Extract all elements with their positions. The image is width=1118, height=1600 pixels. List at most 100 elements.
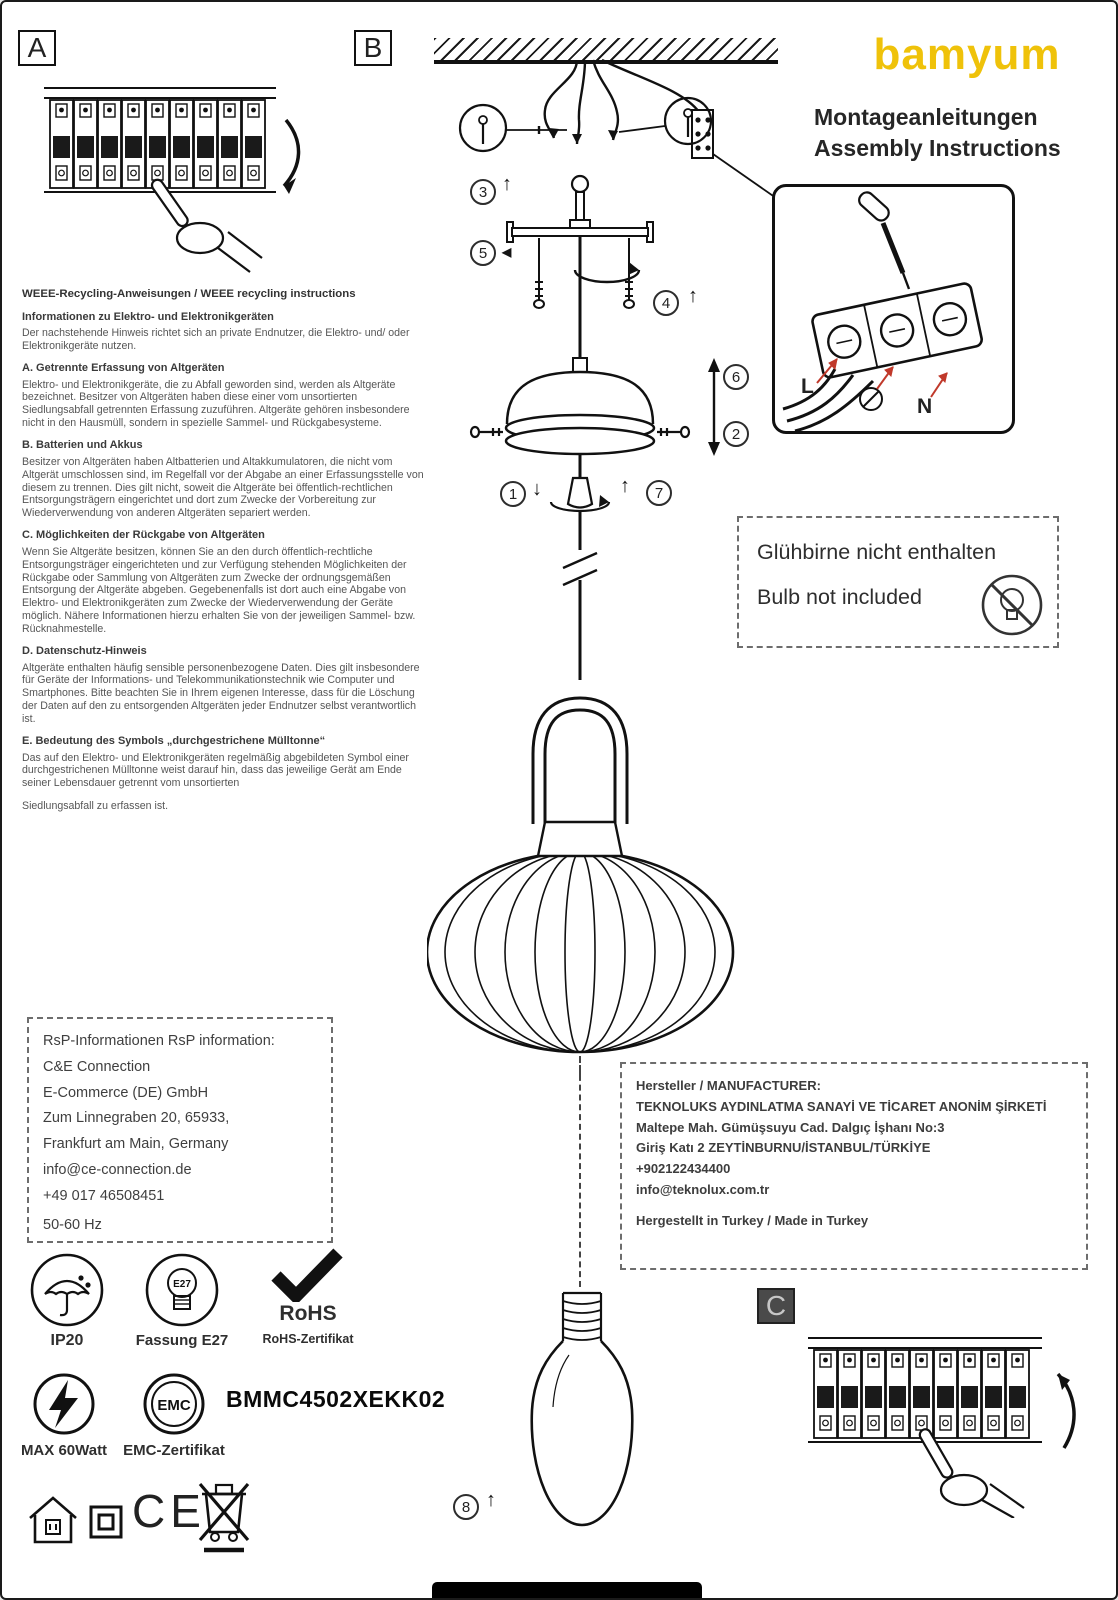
title-en: Assembly Instructions xyxy=(814,135,1061,161)
rsp-line: +49 017 46508451 xyxy=(43,1187,165,1204)
wire-connector xyxy=(691,109,800,215)
rsp-line: C&E Connection xyxy=(43,1058,151,1075)
step-4-badge: 4 xyxy=(653,290,679,316)
weee-body-a: Elektro- und Elektronikgeräte, die zu Ab… xyxy=(22,378,410,430)
double-arrow-icon xyxy=(708,358,720,456)
arrow-up-icon: ↑ xyxy=(620,475,630,497)
manufacturer-line: Maltepe Mah. Gümüşsuyu Cad. Dalgıç İşhan… xyxy=(636,1119,945,1135)
rsp-line: E-Commerce (DE) GmbH xyxy=(43,1084,209,1101)
panel-c-label: C xyxy=(757,1288,795,1324)
ce-mark: CE xyxy=(132,1485,206,1537)
terminal-wiring-illustration: L N xyxy=(782,191,983,431)
weee-title: WEEE-Recycling-Anweisungen / WEEE recycl… xyxy=(22,288,356,300)
rsp-line: RsP-Informationen RsP information: xyxy=(43,1033,275,1049)
weee-body-c: Wenn Sie Altgeräte besitzen, können Sie … xyxy=(22,545,416,636)
weee-text-column: WEEE-Recycling-Anweisungen / WEEE recycl… xyxy=(22,288,426,1018)
loop-handle xyxy=(531,696,629,858)
bulb-note-en: Bulb not included xyxy=(757,585,922,610)
manufacturer-line: TEKNOLUKS AYDINLATMA SANAYİ VE TİCARET A… xyxy=(636,1098,1047,1114)
product-code: BMMC4502XEKK02 xyxy=(226,1386,446,1412)
screwdriver-icon xyxy=(858,191,911,290)
step-8-badge: 8 xyxy=(453,1494,479,1520)
ip20-icon xyxy=(30,1253,104,1327)
weee-intro-body: Der nachstehende Hinweis richtet sich an… xyxy=(22,327,410,353)
terminal-n-label: N xyxy=(917,395,932,418)
e27-text: E27 xyxy=(173,1279,191,1290)
panel-a-label: A xyxy=(18,30,56,66)
bottom-bar xyxy=(432,1582,702,1598)
weee-heading-b: B. Batterien und Akkus xyxy=(22,439,143,452)
light-bulb-illustration xyxy=(530,1291,634,1527)
emc-cert-label: EMC-Zertifikat xyxy=(123,1442,225,1459)
doc-title-block: Montageanleitungen Assembly Instructions xyxy=(814,102,1061,164)
detail-callout-right xyxy=(618,96,713,146)
manufacturer-line: info@teknolux.com.tr xyxy=(636,1181,770,1197)
brand-logo: bamyum xyxy=(873,30,1061,79)
manufacturer-line: Giriş Katı 2 ZEYTİNBURNU/İSTANBUL/TÜRKİY… xyxy=(636,1140,931,1156)
made-in-line: Hergestellt in Turkey / Made in Turkey xyxy=(636,1212,869,1228)
rohs-check-icon xyxy=(271,1248,343,1302)
rotate-arrow-icon xyxy=(573,262,641,284)
breaker-panel-a-illustration xyxy=(44,87,301,273)
step-2-badge: 2 xyxy=(723,421,749,447)
arrow-down-icon: ↓ xyxy=(532,478,542,500)
arrow-left-icon: ◀ xyxy=(502,245,512,259)
weee-body-d: Altgeräte enthalten häufig sensible pers… xyxy=(22,661,420,726)
double-insulation-icon xyxy=(89,1505,123,1539)
step-5-badge: 5 xyxy=(470,240,496,266)
lamp-shade xyxy=(427,850,735,1054)
weee-intro-heading: Informationen zu Elektro- und Elektronik… xyxy=(22,310,274,323)
e27-socket-icon: E27 xyxy=(145,1253,219,1327)
curved-arrow-up-icon xyxy=(1056,1372,1076,1449)
weee-body-b: Besitzer von Altgeräten haben Altbatteri… xyxy=(22,455,424,520)
bulb-note-de: Glühbirne nicht enthalten xyxy=(757,540,997,564)
weee-body-e: Das auf den Elektro- und Elektronikgerät… xyxy=(22,751,409,790)
weee-heading-e: E. Bedeutung des Symbols „durchgestriche… xyxy=(22,735,326,748)
lamp-assembly-diagram xyxy=(427,58,800,1080)
panel-b-label: B xyxy=(354,30,392,66)
max-watt-label: MAX 60Watt xyxy=(20,1442,108,1459)
arrow-up-icon: ↑ xyxy=(502,173,512,195)
manufacturer-box: Hersteller / MANUFACTURER: TEKNOLUKS AYD… xyxy=(620,1062,1088,1270)
house-plug-icon xyxy=(29,1496,77,1544)
rotate-arrow-icon-2 xyxy=(549,495,611,513)
strain-relief xyxy=(566,476,594,509)
no-bulb-icon xyxy=(981,574,1043,636)
step-3-badge: 3 xyxy=(470,179,496,205)
step-1-badge: 1 xyxy=(500,481,526,507)
emc-icon: EMC xyxy=(143,1373,205,1435)
rsp-line: Frankfurt am Main, Germany xyxy=(43,1136,229,1152)
ceiling-canopy xyxy=(469,357,691,456)
rohs-cert-label: RoHS-Zertifikat xyxy=(262,1332,354,1346)
earth-symbol-icon xyxy=(859,387,883,411)
weee-bin-icon xyxy=(198,1482,250,1553)
ip20-label: IP20 xyxy=(50,1332,84,1349)
red-pointer-arrows xyxy=(816,358,948,398)
step-6-badge: 6 xyxy=(723,364,749,390)
bulb-not-included-note: Glühbirne nicht enthalten Bulb not inclu… xyxy=(737,516,1059,648)
manufacturer-line: Hersteller / MANUFACTURER: xyxy=(636,1078,821,1093)
weee-heading-c: C. Möglichkeiten der Rückgabe von Altger… xyxy=(22,529,265,542)
manufacturer-line: +902122434400 xyxy=(636,1161,731,1177)
rsp-line: Zum Linnegraben 20, 65933, xyxy=(43,1110,230,1127)
supply-wires xyxy=(782,368,875,431)
detail-callout-left xyxy=(458,103,567,153)
weee-footer: Siedlungsabfall zu erfassen ist. xyxy=(22,800,169,813)
hand-icon xyxy=(150,178,263,273)
title-de: Montageanleitungen xyxy=(814,104,1038,130)
terminal-wiring-detail: L N xyxy=(772,184,1015,434)
rohs-title: RoHS xyxy=(279,1302,337,1325)
lightning-icon xyxy=(33,1373,95,1435)
step-7-badge: 7 xyxy=(646,480,672,506)
suspension-dashed-line xyxy=(579,1065,581,1287)
terminal-block xyxy=(811,282,983,379)
fassung-e27-label: Fassung E27 xyxy=(135,1332,229,1349)
rsp-line: info@ce-connection.de xyxy=(43,1161,192,1178)
hand-icon xyxy=(918,1428,1025,1518)
terminal-l-label: L xyxy=(801,375,814,398)
breaker-panel-c-illustration xyxy=(808,1337,1076,1518)
arrow-up-icon: ↑ xyxy=(688,285,698,307)
curved-arrow-down-icon xyxy=(282,118,301,194)
weee-heading-a: A. Getrennte Erfassung von Altgeräten xyxy=(22,362,225,375)
